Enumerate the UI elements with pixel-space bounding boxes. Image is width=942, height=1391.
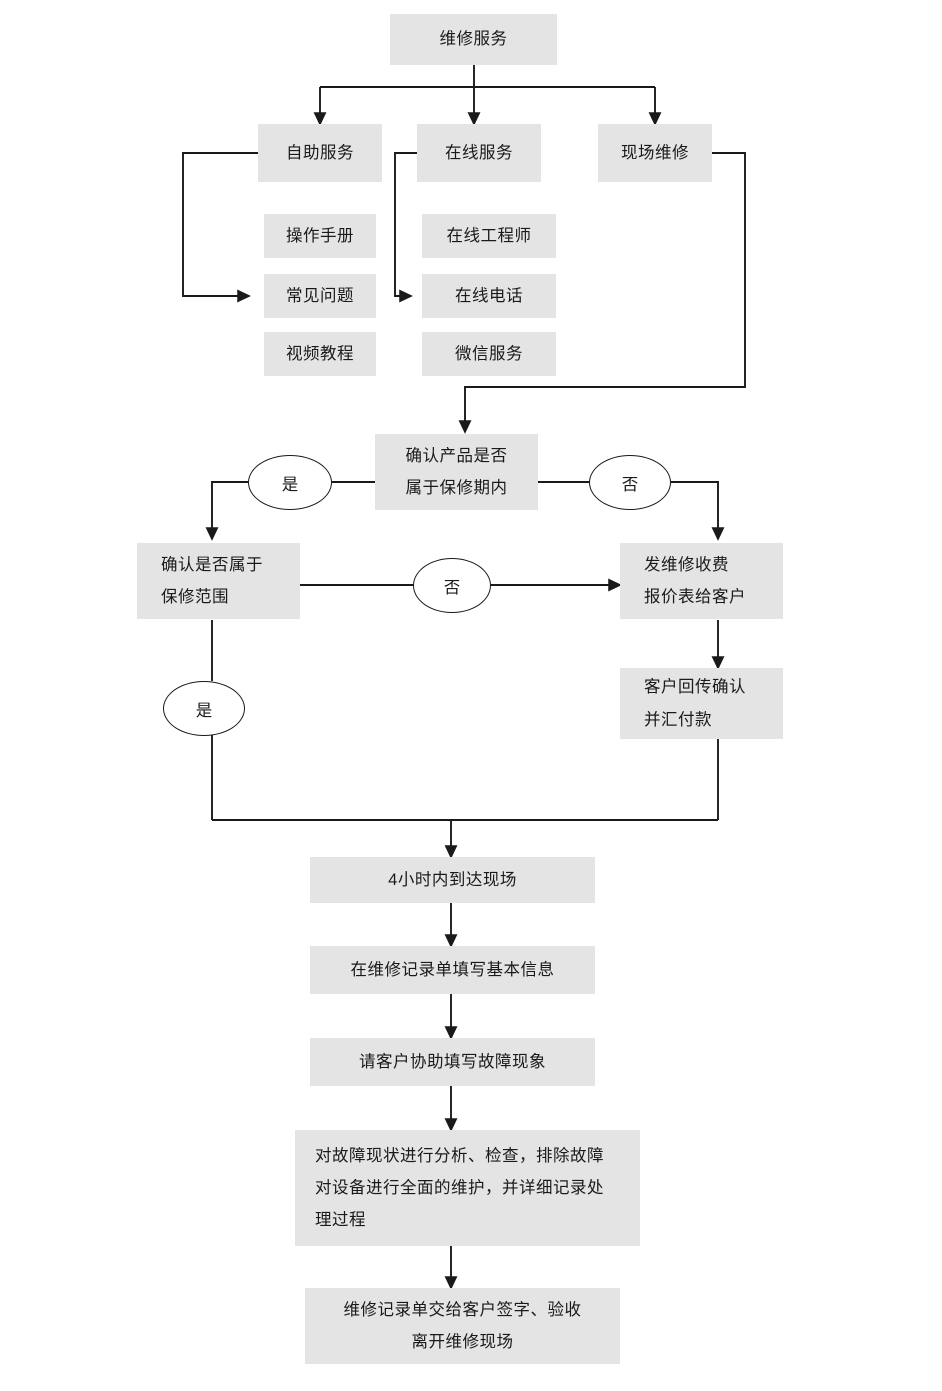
wire-no-to-quote bbox=[671, 481, 725, 541]
node-customer-confirm-payment[interactable]: 客户回传确认 并汇付款 bbox=[620, 668, 783, 739]
node-root[interactable]: 维修服务 bbox=[390, 14, 557, 65]
node-operation-manual-label: 操作手册 bbox=[286, 226, 354, 245]
node-video-tutorial-label: 视频教程 bbox=[286, 344, 354, 363]
node-signoff-leave-line1: 维修记录单交给客户签字、验收 bbox=[343, 1300, 582, 1319]
node-check-warranty-period-line2: 属于保修期内 bbox=[405, 479, 508, 497]
node-online-phone[interactable]: 在线电话 bbox=[422, 274, 556, 318]
node-online-engineer-label: 在线工程师 bbox=[446, 226, 532, 245]
decision-scope-no-label: 否 bbox=[443, 578, 461, 597]
node-customer-confirm-payment-line2: 并汇付款 bbox=[644, 710, 712, 729]
node-root-label: 维修服务 bbox=[439, 30, 508, 49]
node-branch-onsite-repair[interactable]: 现场维修 bbox=[598, 124, 712, 182]
node-wechat-service-label: 微信服务 bbox=[455, 344, 523, 363]
decision-warranty-no[interactable]: 否 bbox=[589, 455, 671, 510]
node-faq[interactable]: 常见问题 bbox=[264, 274, 376, 318]
node-fill-basic-info-label: 在维修记录单填写基本信息 bbox=[350, 960, 555, 979]
wire-self-to-faq bbox=[182, 152, 258, 303]
node-send-quote-line1: 发维修收费 bbox=[644, 555, 729, 574]
decision-scope-yes-label: 是 bbox=[195, 701, 213, 720]
node-operation-manual[interactable]: 操作手册 bbox=[264, 214, 376, 258]
node-faq-label: 常见问题 bbox=[286, 286, 354, 305]
node-branch-onsite-repair-label: 现场维修 bbox=[621, 143, 689, 162]
node-arrive-within-4h[interactable]: 4小时内到达现场 bbox=[310, 857, 595, 903]
node-branch-online-service[interactable]: 在线服务 bbox=[417, 124, 541, 182]
node-check-warranty-scope-line1: 确认是否属于 bbox=[161, 555, 263, 574]
node-signoff-leave-line2: 离开维修现场 bbox=[411, 1333, 514, 1351]
node-branch-self-service[interactable]: 自助服务 bbox=[258, 124, 382, 182]
node-send-quote-line2: 报价表给客户 bbox=[644, 588, 746, 606]
decision-warranty-yes-label: 是 bbox=[281, 475, 299, 494]
wire-yes-to-scope bbox=[205, 481, 248, 541]
node-check-warranty-period-line1: 确认产品是否 bbox=[405, 446, 508, 465]
node-fill-fault-symptom-label: 请客户协助填写故障现象 bbox=[359, 1052, 546, 1071]
node-repair-analysis-line1: 对故障现状进行分析、检查，排除故障 bbox=[315, 1146, 604, 1165]
node-repair-analysis-line3: 理过程 bbox=[315, 1211, 366, 1230]
decision-warranty-no-label: 否 bbox=[621, 475, 639, 494]
node-send-quote[interactable]: 发维修收费 报价表给客户 bbox=[620, 543, 783, 619]
node-fill-fault-symptom[interactable]: 请客户协助填写故障现象 bbox=[310, 1038, 595, 1086]
node-fill-basic-info[interactable]: 在维修记录单填写基本信息 bbox=[310, 946, 595, 994]
node-repair-analysis-line2: 对设备进行全面的维护，并详细记录处 bbox=[315, 1178, 604, 1197]
decision-scope-no[interactable]: 否 bbox=[413, 558, 491, 613]
wire-online-to-phone bbox=[394, 152, 417, 303]
node-video-tutorial[interactable]: 视频教程 bbox=[264, 332, 376, 376]
node-branch-self-service-label: 自助服务 bbox=[286, 143, 354, 162]
node-online-phone-label: 在线电话 bbox=[455, 286, 523, 305]
node-branch-online-service-label: 在线服务 bbox=[445, 143, 513, 162]
decision-scope-yes[interactable]: 是 bbox=[163, 681, 245, 736]
node-check-warranty-scope-line2: 保修范围 bbox=[161, 588, 229, 606]
node-arrive-within-4h-label: 4小时内到达现场 bbox=[388, 870, 517, 889]
node-customer-confirm-payment-line1: 客户回传确认 bbox=[644, 678, 746, 697]
node-repair-analysis[interactable]: 对故障现状进行分析、检查，排除故障 对设备进行全面的维护，并详细记录处 理过程 bbox=[295, 1130, 640, 1246]
node-check-warranty-scope[interactable]: 确认是否属于 保修范围 bbox=[137, 543, 300, 619]
node-check-warranty-period[interactable]: 确认产品是否 属于保修期内 bbox=[375, 434, 538, 510]
node-wechat-service[interactable]: 微信服务 bbox=[422, 332, 556, 376]
decision-warranty-yes[interactable]: 是 bbox=[248, 455, 332, 510]
node-signoff-leave[interactable]: 维修记录单交给客户签字、验收 离开维修现场 bbox=[305, 1288, 620, 1364]
node-online-engineer[interactable]: 在线工程师 bbox=[422, 214, 556, 258]
